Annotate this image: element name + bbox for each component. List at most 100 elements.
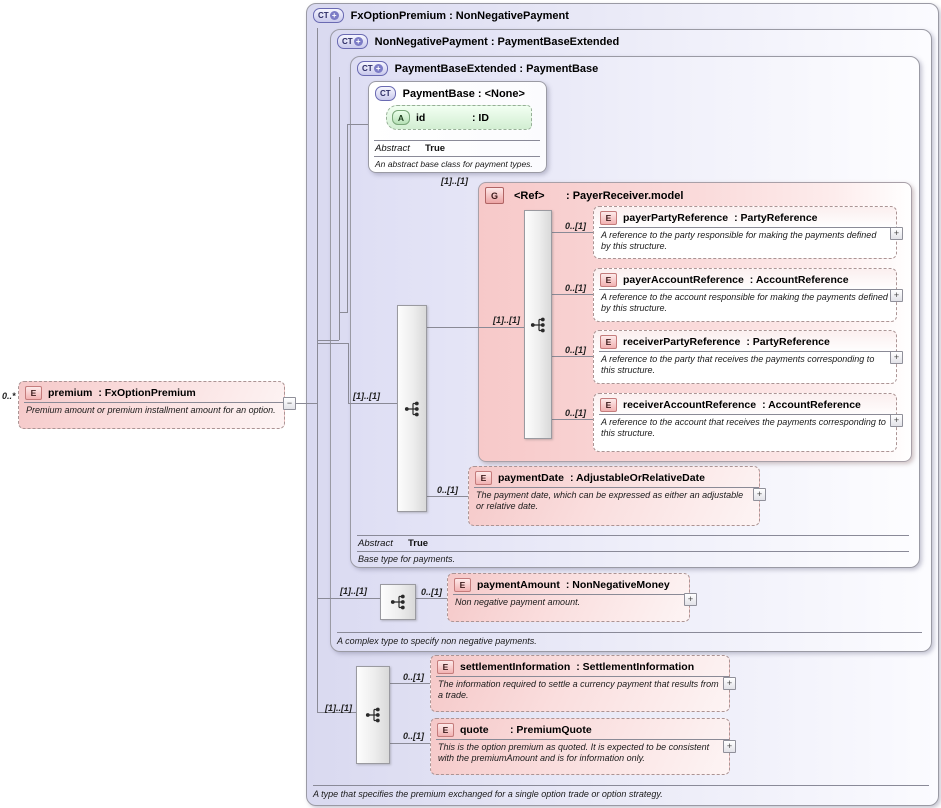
connector-line [550,419,593,420]
sequence-icon [530,317,545,332]
element-annotation: The payment date, which can be expressed… [474,487,759,515]
expand-icon[interactable]: + [890,289,903,302]
cardinality-label: [1]..[1] [493,315,520,325]
attribute-icon: A [392,110,410,125]
complextype-title: PaymentBaseExtended : PaymentBase [394,62,599,75]
cardinality-label: 0..[1] [564,283,586,293]
complextype-title: PaymentBase : <None> [402,87,525,100]
attribute-name: id [416,111,426,124]
element-icon: E [475,471,492,485]
expand-icon[interactable]: + [753,488,766,501]
cardinality-label: 0..* [2,391,16,401]
connector-line [425,496,468,497]
element-name: payerAccountReference [623,274,744,286]
sequence-icon [390,594,405,610]
connector-line [339,77,340,340]
connector-line [317,340,339,341]
cardinality-label: 0..[1] [436,485,458,495]
sequence-icon [404,401,419,416]
element-box-payerpartyreference[interactable]: E payerPartyReference : PartyReference A… [593,206,897,259]
connector-line [339,312,348,313]
element-name: paymentAmount [477,579,560,591]
complextype-annotation: A type that specifies the premium exchan… [313,785,929,799]
complextype-header-nonnegativepayment: CT+ NonNegativePayment : PaymentBaseExte… [337,34,619,49]
connector-line [317,598,380,599]
cardinality-label: 0..[1] [564,345,586,355]
group-header: G <Ref> : PayerReceiver.model [485,187,683,204]
cardinality-label: 0..[1] [402,731,424,741]
connector-line [550,232,593,233]
element-name: quote [460,724,489,736]
cardinality-label: [1]..[1] [325,703,352,713]
element-box-premium[interactable]: E premium : FxOptionPremium Premium amou… [18,381,285,429]
element-icon: E [600,273,617,287]
complextype-expand-icon[interactable]: CT+ [337,34,368,49]
group-name: <Ref> [514,189,545,202]
element-annotation: This is the option premium as quoted. It… [436,739,729,767]
element-annotation: A reference to the party responsible for… [599,227,896,255]
complextype-annotation: A complex type to specify non negative p… [337,632,922,646]
cardinality-label: 0..[1] [564,408,586,418]
complextype-header-paymentbaseextended: CT+ PaymentBaseExtended : PaymentBase [357,61,598,76]
element-annotation: A reference to the account that receives… [599,414,896,442]
complextype-header-fxoptionpremium: CT+ FxOptionPremium : NonNegativePayment [313,8,569,23]
complextype-annotation: Base type for payments. [358,554,456,564]
connector-line [317,712,356,713]
sequence-icon [365,707,380,723]
element-icon: E [454,578,471,592]
element-type: : AccountReference [762,399,861,411]
cardinality-label: 0..[1] [564,221,586,231]
connector-line [550,356,593,357]
element-box-paymentdate[interactable]: E paymentDate : AdjustableOrRelativeDate… [468,466,760,526]
connector-line [388,743,430,744]
connector-line [550,294,593,295]
sequence-compositor[interactable] [397,305,427,512]
element-type: : FxOptionPremium [98,387,196,399]
connector-line [347,124,348,312]
element-icon: E [600,335,617,349]
abstract-label: Abstract [375,143,410,154]
connector-line [348,403,397,404]
collapse-icon[interactable]: − [283,397,296,410]
cardinality-label: [1]..[1] [340,586,367,596]
complextype-annotation: An abstract base class for payment types… [375,159,533,169]
element-box-payeraccountreference[interactable]: E payerAccountReference : AccountReferen… [593,268,897,322]
complextype-expand-icon[interactable]: CT+ [313,8,344,23]
expand-icon[interactable]: + [723,677,736,690]
element-name: settlementInformation [460,661,571,673]
connector-line [317,343,348,344]
sequence-compositor[interactable] [380,584,416,620]
expand-icon[interactable]: + [890,414,903,427]
element-name: premium [48,387,93,399]
sequence-compositor[interactable] [524,210,552,439]
element-box-receiveraccountreference[interactable]: E receiverAccountReference : AccountRefe… [593,393,897,452]
connector-line [347,124,368,125]
attribute-box-id[interactable]: A id : ID [386,105,532,130]
element-annotation: Premium amount or premium installment am… [24,402,284,418]
element-box-paymentamount[interactable]: E paymentAmount : NonNegativeMoney Non n… [447,573,690,622]
sequence-compositor[interactable] [356,666,390,764]
expand-icon[interactable]: + [684,593,697,606]
expand-icon[interactable]: + [890,351,903,364]
element-box-receiverpartyreference[interactable]: E receiverPartyReference : PartyReferenc… [593,330,897,384]
element-type: : SettlementInformation [576,661,695,673]
complextype-expand-icon[interactable]: CT+ [357,61,388,76]
element-name: payerPartyReference [623,212,729,224]
expand-icon[interactable]: + [723,740,736,753]
element-box-settlementinformation[interactable]: E settlementInformation : SettlementInfo… [430,655,730,712]
element-type: : NonNegativeMoney [565,579,670,591]
cardinality-label: 0..[1] [402,672,424,682]
element-name: receiverAccountReference [623,399,757,411]
connector-line [296,403,317,404]
element-box-quote[interactable]: E quote : PremiumQuote This is the optio… [430,718,730,775]
connector-line [388,683,430,684]
cardinality-label: [1]..[1] [353,391,380,401]
abstract-value: True [425,143,446,154]
connector-line [414,598,447,599]
group-icon: G [485,187,504,204]
abstract-value: True [408,538,429,549]
element-icon: E [600,398,617,412]
expand-icon[interactable]: + [890,227,903,240]
element-icon: E [437,660,454,674]
